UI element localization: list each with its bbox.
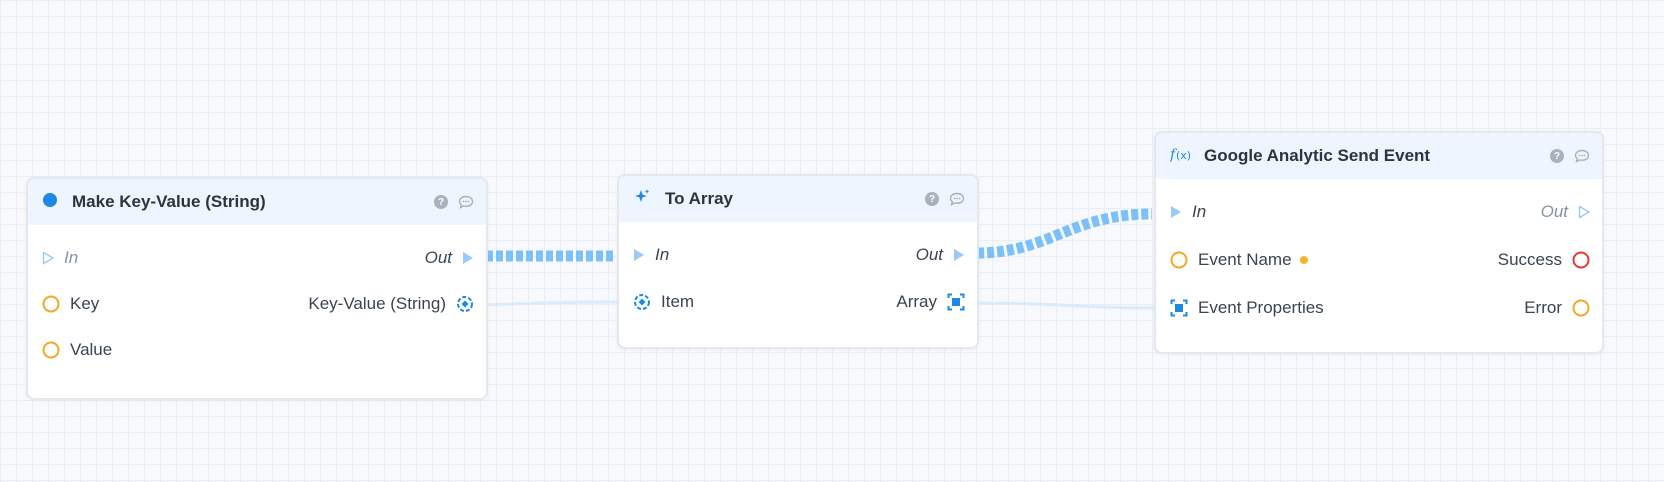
required-indicator — [1299, 256, 1308, 264]
help-icon[interactable]: ? — [1550, 149, 1564, 163]
node-to-array[interactable]: To Array ? In Out Item Array — [617, 174, 979, 349]
input-pin-key[interactable]: Key — [42, 294, 99, 314]
circle-dot-icon — [42, 192, 58, 213]
node-title: Google Analytic Send Event — [1204, 146, 1431, 165]
exec-wire-toarray-to-ga — [976, 208, 1153, 259]
pin-label: Event Name — [1198, 250, 1292, 269]
exec-out-pin[interactable]: Out — [916, 245, 965, 265]
pin-label: Out — [424, 248, 452, 267]
output-pin-array[interactable]: Array — [896, 292, 965, 312]
exec-triangle-icon[interactable] — [1170, 205, 1182, 219]
comment-icon[interactable] — [949, 192, 965, 206]
comment-icon[interactable] — [1574, 149, 1590, 163]
node-header[interactable]: f (x) Google Analytic Send Event ? — [1156, 133, 1602, 179]
exec-triangle-icon[interactable] — [462, 251, 474, 265]
data-wire-array-to-properties — [974, 301, 1155, 310]
array-pin-icon[interactable] — [947, 293, 965, 311]
array-pin-icon[interactable] — [1170, 299, 1188, 317]
string-pin-icon[interactable] — [1170, 251, 1188, 269]
pin-label: Error — [1524, 298, 1562, 317]
sparkle-icon — [633, 188, 651, 211]
pin-label: Success — [1497, 250, 1562, 269]
node-title: To Array — [665, 189, 734, 208]
node-make-key-value[interactable]: Make Key-Value (String) ? In Out Key Key… — [26, 177, 488, 400]
exec-triangle-outline-icon[interactable] — [1578, 205, 1590, 219]
input-pin-event-properties[interactable]: Event Properties — [1170, 298, 1324, 318]
pin-label: Array — [896, 292, 937, 311]
help-icon[interactable]: ? — [434, 195, 448, 209]
boolean-pin-icon[interactable] — [1572, 251, 1590, 269]
exec-in-pin[interactable]: In — [1170, 202, 1206, 222]
string-pin-icon[interactable] — [42, 341, 60, 359]
output-pin-success[interactable]: Success — [1498, 250, 1590, 270]
input-pin-value[interactable]: Value — [42, 340, 112, 360]
exec-out-pin[interactable]: Out — [1541, 202, 1590, 222]
svg-text:f: f — [1170, 147, 1178, 162]
exec-triangle-icon[interactable] — [953, 248, 965, 262]
node-google-analytic-send-event[interactable]: f (x) Google Analytic Send Event ? In Ou… — [1154, 131, 1604, 354]
pin-label: Value — [70, 340, 113, 359]
string-pin-icon[interactable] — [42, 295, 60, 313]
output-pin-key-value[interactable]: Key-Value (String) — [308, 294, 474, 314]
node-header[interactable]: Make Key-Value (String) ? — [28, 179, 486, 225]
exec-out-pin[interactable]: Out — [425, 248, 474, 268]
help-icon[interactable]: ? — [925, 192, 939, 206]
pin-label: In — [655, 245, 670, 264]
function-icon: f (x) — [1169, 146, 1191, 167]
struct-pin-icon[interactable] — [633, 293, 651, 311]
pin-label: In — [1192, 202, 1207, 221]
struct-pin-icon[interactable] — [456, 295, 474, 313]
pin-label: Out — [915, 245, 943, 264]
pin-label: Key-Value (String) — [308, 294, 446, 313]
input-pin-item[interactable]: Item — [633, 292, 694, 312]
pin-label: In — [64, 248, 79, 267]
node-title: Make Key-Value (String) — [72, 192, 266, 211]
exec-in-pin[interactable]: In — [633, 245, 669, 265]
string-pin-icon[interactable] — [1572, 299, 1590, 317]
input-pin-event-name[interactable]: Event Name — [1170, 250, 1308, 270]
exec-triangle-outline-icon[interactable] — [42, 251, 54, 265]
comment-icon[interactable] — [458, 195, 474, 209]
pin-label: Key — [70, 294, 100, 313]
svg-text:(x): (x) — [1176, 149, 1190, 162]
exec-triangle-icon[interactable] — [633, 248, 645, 262]
pin-label: Out — [1540, 202, 1568, 221]
pin-label: Event Properties — [1198, 298, 1324, 317]
pin-label: Item — [661, 292, 695, 311]
output-pin-error[interactable]: Error — [1524, 298, 1590, 318]
exec-in-pin[interactable]: In — [42, 248, 78, 268]
node-header[interactable]: To Array ? — [619, 176, 977, 222]
